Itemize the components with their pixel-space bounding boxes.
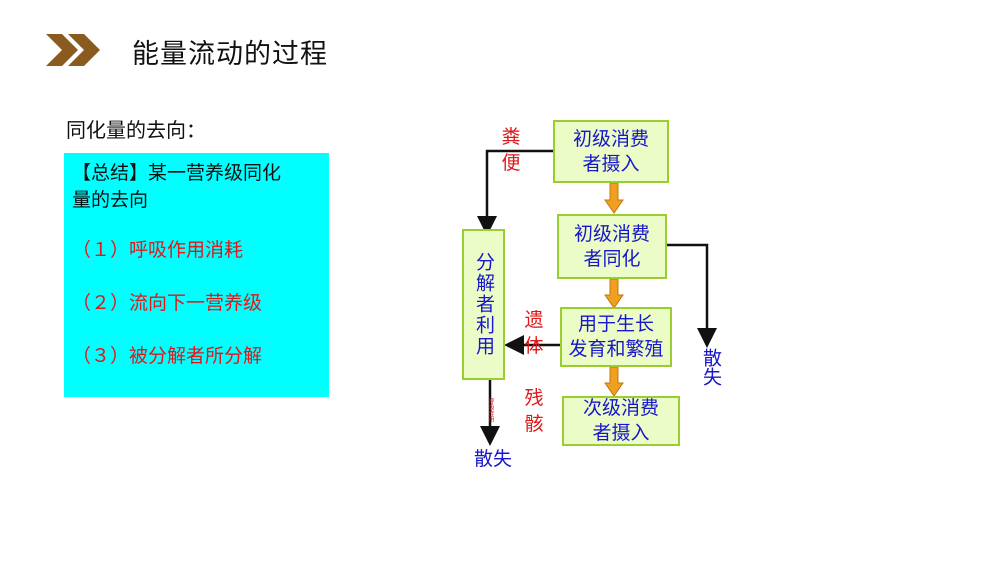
summary-item-decomposer: （３）被分解者所分解: [72, 345, 263, 367]
page-title: 能量流动的过程: [132, 39, 328, 70]
label-feces: 粪便: [501, 126, 521, 174]
label-remains: 遗体: [524, 309, 544, 357]
section-subtitle: 同化量的去向：: [66, 118, 206, 142]
respiration-loss-arrow: [667, 243, 717, 348]
orange-arrow-2: [604, 278, 624, 309]
orange-arrow-1: [604, 182, 624, 214]
node-primary-consumer-assimilation: 初级消费者同化: [557, 214, 667, 279]
node-decomposer: 分解者利用: [462, 229, 505, 380]
orange-arrow-3: [604, 366, 624, 397]
summary-item-next-level: （２）流向下一营养级: [72, 292, 263, 314]
label-loss-right: 散失: [700, 348, 722, 386]
node-growth-reproduction: 用于生长发育和繁殖: [560, 307, 672, 367]
summary-item-respiration: （１）呼吸作用消耗: [72, 239, 244, 261]
label-carcass: 残骸: [524, 387, 544, 435]
feces-arrow: [477, 149, 553, 236]
label-respiration-small: 呼吸作用: [487, 398, 494, 422]
label-loss-bottom: 散失: [474, 448, 513, 470]
node-primary-consumer-intake: 初级消费者摄入: [553, 120, 669, 183]
summary-heading-line2: 量的去向: [72, 189, 149, 211]
chevron-arrows-icon: [46, 34, 100, 66]
summary-box: 【总结】某一营养级同化 量的去向 （１）呼吸作用消耗 （２）流向下一营养级 （３…: [64, 153, 329, 397]
summary-heading-line1: 【总结】某一营养级同化: [72, 162, 282, 184]
node-secondary-consumer-intake: 次级消费者摄入: [562, 396, 680, 446]
